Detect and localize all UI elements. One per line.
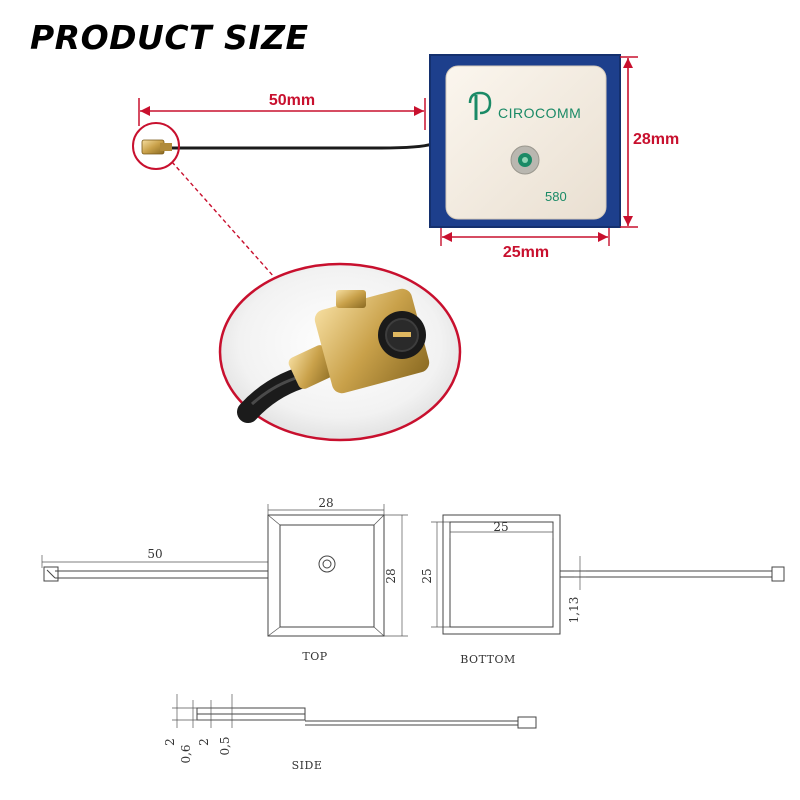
drawing-top-width: 28	[318, 496, 333, 510]
patch-width-dimension: 25mm	[440, 228, 610, 261]
zoom-connector-icon	[218, 262, 462, 442]
antenna-cable	[170, 142, 433, 150]
bottom-view: 25 25 1,13 BOTTOM	[420, 514, 785, 666]
drawing-bottom-label: BOTTOM	[460, 653, 515, 666]
drawing-top-height: 28	[384, 568, 398, 583]
brand-name: CIROCOMM	[498, 105, 581, 121]
side-dim-1: 2	[163, 738, 177, 746]
antenna-photo: CIROCOMM 580	[429, 54, 621, 228]
cable-length-label: 50mm	[269, 92, 315, 109]
antenna-height-label: 28mm	[633, 131, 679, 148]
side-dim-4: 0,5	[218, 736, 232, 755]
side-dim-3: 2	[197, 738, 211, 746]
brand-logo	[468, 91, 492, 120]
model-number: 580	[545, 189, 567, 204]
antenna-height-dimension: 28mm	[620, 56, 679, 228]
patch-width-label: 25mm	[503, 244, 549, 261]
connector-icon	[141, 139, 172, 155]
drawing-cable-thickness: 1,13	[567, 597, 581, 624]
drawing-side-label: SIDE	[292, 759, 323, 772]
drawing-bottom-height: 25	[420, 568, 434, 583]
feed-point-icon	[510, 145, 540, 175]
drawing-cable-length: 50	[147, 547, 162, 561]
side-view: 2 0,6 2 0,5 SIDE	[163, 694, 537, 772]
drawing-bottom-width: 25	[493, 520, 508, 534]
top-view: 50 28 28 TOP	[41, 496, 408, 663]
page-title: PRODUCT SIZE	[30, 18, 309, 57]
connector-highlight-circle	[132, 122, 180, 170]
cable-length-dimension: 50mm	[138, 92, 426, 130]
zoom-guide-line	[171, 161, 276, 279]
drawing-top-label: TOP	[302, 650, 327, 663]
side-dim-2: 0,6	[179, 744, 193, 763]
